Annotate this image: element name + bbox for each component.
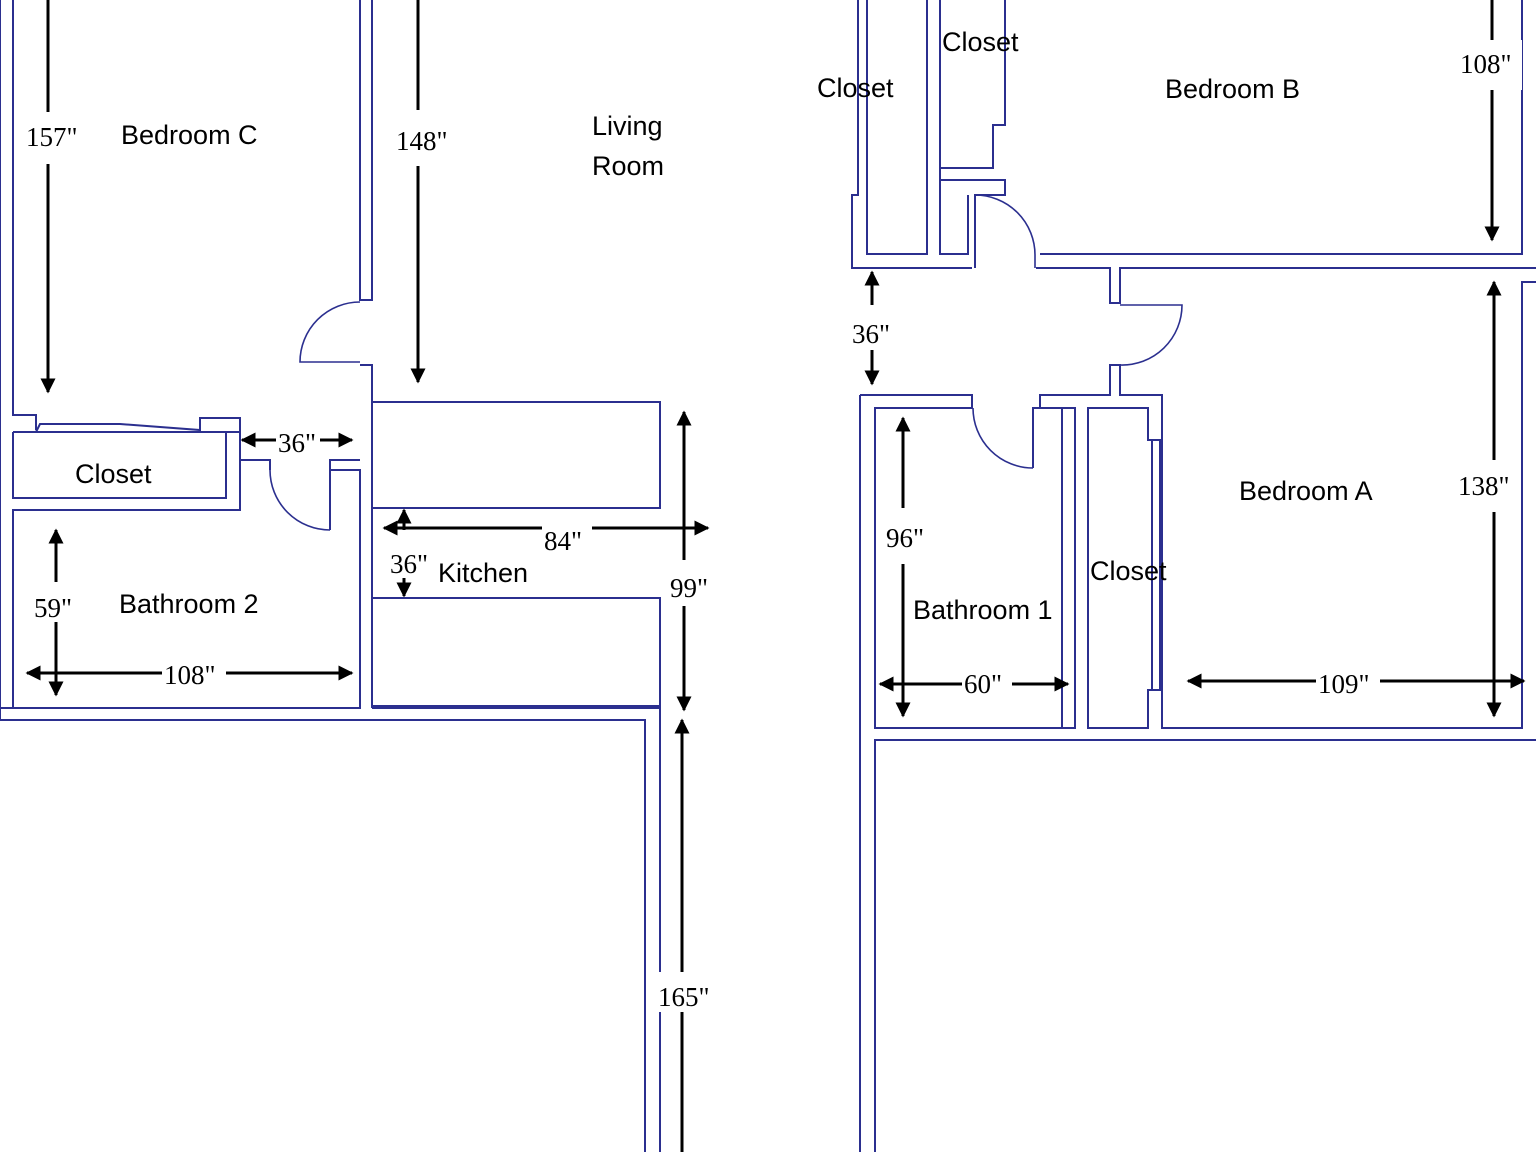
bedroom-c-west-wall bbox=[0, 0, 37, 720]
dim-living-height: 148" bbox=[396, 126, 448, 156]
bathroom-1-door bbox=[972, 407, 1034, 469]
label-bathroom-1: Bathroom 1 bbox=[913, 595, 1053, 625]
right-doors bbox=[972, 194, 1183, 469]
label-bedroom-c: Bedroom C bbox=[121, 120, 258, 150]
bedroom-b-door bbox=[974, 194, 1036, 268]
dim-bathroom2-height: 59" bbox=[34, 593, 72, 623]
label-kitchen: Kitchen bbox=[438, 558, 528, 588]
dim-hall-width-left: 36" bbox=[278, 428, 316, 458]
dim-bathroom1-width: 60" bbox=[964, 669, 1002, 699]
label-closet-b2: Closet bbox=[942, 27, 1019, 57]
label-living-room-line2: Room bbox=[592, 151, 664, 181]
dim-hall-width-right: 36" bbox=[852, 319, 890, 349]
dim-bedroom-c-height: 157" bbox=[26, 122, 78, 152]
closet-a-walls bbox=[1087, 407, 1161, 729]
dim-bedroom-b-height: 108" bbox=[1460, 49, 1512, 79]
dim-kitchen-gap: 36" bbox=[390, 549, 428, 579]
label-living-room-line1: Living bbox=[592, 111, 663, 141]
bedroom-c-door bbox=[299, 301, 361, 363]
bedroom-b-walls bbox=[940, 0, 1536, 304]
hall-c-walls bbox=[240, 364, 373, 708]
dimension-labels: 157" 148" 36" 59" 108" 84" 36" 99" 165" … bbox=[22, 40, 1522, 1012]
kitchen-upper-counter bbox=[372, 401, 661, 509]
room-labels: Bedroom C Living Room Closet Bathroom 2 … bbox=[75, 27, 1373, 625]
closet-b2-walls bbox=[939, 0, 1006, 255]
dim-bathroom2-width: 108" bbox=[164, 660, 216, 690]
dim-kitchen-height: 99" bbox=[670, 573, 708, 603]
label-closet-a: Closet bbox=[1090, 556, 1167, 586]
bathroom-1-walls bbox=[1032, 407, 1063, 728]
kitchen-lower-counter bbox=[372, 597, 661, 707]
dim-bathroom1-height: 96" bbox=[886, 523, 924, 553]
dim-bedroom-a-width: 109" bbox=[1318, 669, 1370, 699]
bathroom-2-door bbox=[269, 469, 331, 531]
dimension-lines bbox=[25, 0, 1526, 1152]
bedroom-a-door bbox=[1119, 304, 1183, 366]
closet-b1-walls bbox=[851, 0, 972, 269]
left-south-wall bbox=[0, 707, 661, 1152]
left-unit-walls bbox=[0, 0, 661, 1152]
dim-living-lower-height: 165" bbox=[658, 982, 710, 1012]
right-unit-walls bbox=[851, 0, 1536, 1152]
hall-right-walls bbox=[859, 281, 1536, 1152]
bedroom-c-east-wall bbox=[359, 0, 373, 301]
left-doors bbox=[269, 301, 361, 531]
label-bedroom-b: Bedroom B bbox=[1165, 74, 1300, 104]
closet-c-wall bbox=[12, 417, 361, 709]
label-closet-c: Closet bbox=[75, 459, 152, 489]
label-bathroom-2: Bathroom 2 bbox=[119, 589, 259, 619]
dim-bedroom-a-height: 138" bbox=[1458, 471, 1510, 501]
label-closet-b1: Closet bbox=[817, 73, 894, 103]
label-bedroom-a: Bedroom A bbox=[1239, 476, 1373, 506]
dim-kitchen-width: 84" bbox=[544, 526, 582, 556]
